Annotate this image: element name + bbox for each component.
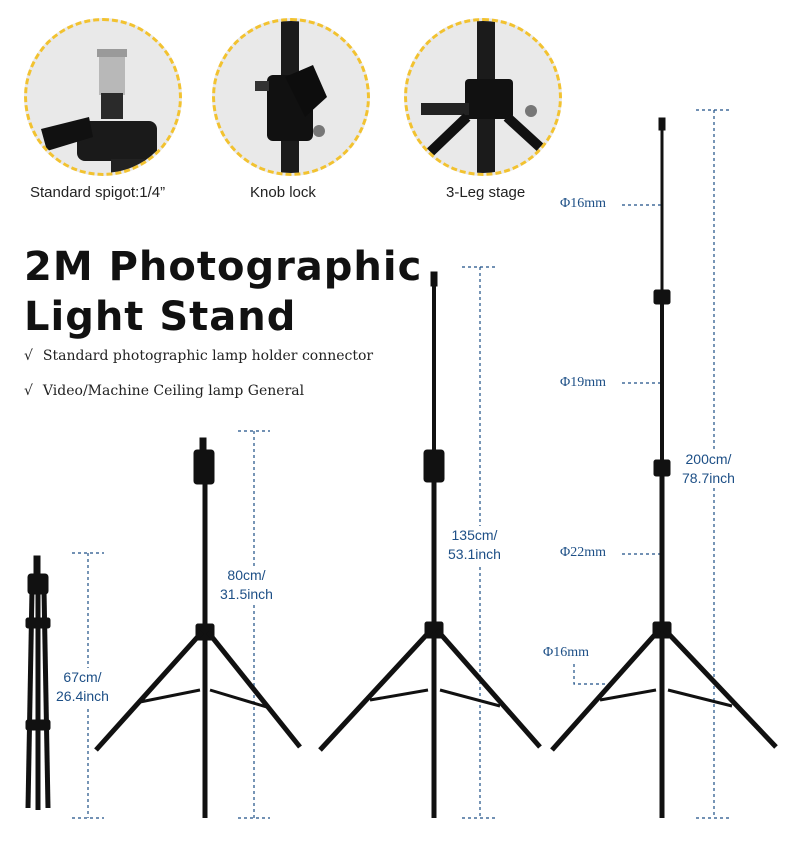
stand-leg [206, 630, 302, 749]
height-label-67cm: 67cm/ 26.4inch [56, 668, 109, 706]
height-label-80cm: 80cm/ 31.5inch [220, 566, 273, 604]
stand-knob [653, 459, 671, 477]
stand-leg [663, 628, 778, 749]
spigot-detail-photo [24, 18, 182, 176]
dimension-lines [72, 109, 732, 819]
title-line-2: Light Stand [24, 294, 297, 340]
diameter-label-bottom: Φ22mm [560, 545, 607, 560]
height-cm: 80cm/ [227, 567, 266, 583]
detail-caption-3-leg-stage: 3-Leg stage [446, 184, 526, 201]
feature-item: √ Standard photographic lamp holder conne… [24, 348, 373, 364]
stand-knob [193, 449, 215, 485]
stand-leg [550, 628, 661, 752]
stand-leg [435, 628, 542, 749]
stand-clamp [25, 719, 51, 731]
stand-80cm [94, 437, 302, 818]
detail-caption-spigot: Standard spigot:1/4” [30, 184, 166, 201]
height-inch: 26.4inch [56, 688, 109, 704]
stand-clamp [25, 617, 51, 629]
height-cm: 67cm/ [63, 669, 102, 685]
height-cm: 200cm/ [685, 451, 732, 467]
detail-spigot [24, 18, 184, 178]
diameter-leader [573, 664, 612, 685]
stand-135cm [318, 271, 542, 818]
diameter-label-leg: Φ16mm [543, 645, 590, 660]
height-inch: 53.1inch [448, 546, 501, 562]
diameter-label-top: Φ16mm [560, 196, 607, 211]
knob-lock-icon [255, 21, 327, 173]
stand-200cm [550, 117, 778, 818]
title-line-1: 2M Photographic [24, 244, 423, 290]
height-label-135cm: 135cm/ 53.1inch [448, 526, 501, 564]
check-icon: √ [24, 348, 33, 364]
feature-item: √ Video/Machine Ceiling lamp General [24, 383, 304, 399]
knob-lock-detail-photo [212, 18, 370, 176]
height-inch: 31.5inch [220, 586, 273, 602]
feature-text: Video/Machine Ceiling lamp General [42, 383, 305, 399]
detail-3-leg-stage [404, 18, 564, 178]
detail-caption-knob-lock: Knob lock [250, 184, 316, 201]
diameter-label-middle: Φ19mm [560, 375, 607, 390]
page-title: 2M Photographic Light Stand [24, 242, 422, 342]
stand-knob [423, 449, 445, 483]
stand-leg [94, 630, 204, 752]
detail-knob-lock [212, 18, 372, 178]
stand-folded [25, 555, 51, 810]
height-label-200cm: 200cm/ 78.7inch [682, 450, 735, 488]
height-cm: 135cm/ [451, 527, 498, 543]
feature-text: Standard photographic lamp holder connec… [42, 348, 374, 364]
check-icon: √ [24, 383, 33, 399]
height-inch: 78.7inch [682, 470, 735, 486]
stand-knob [653, 289, 671, 305]
leg-stage-detail-photo [404, 18, 562, 176]
stand-leg [318, 628, 433, 752]
